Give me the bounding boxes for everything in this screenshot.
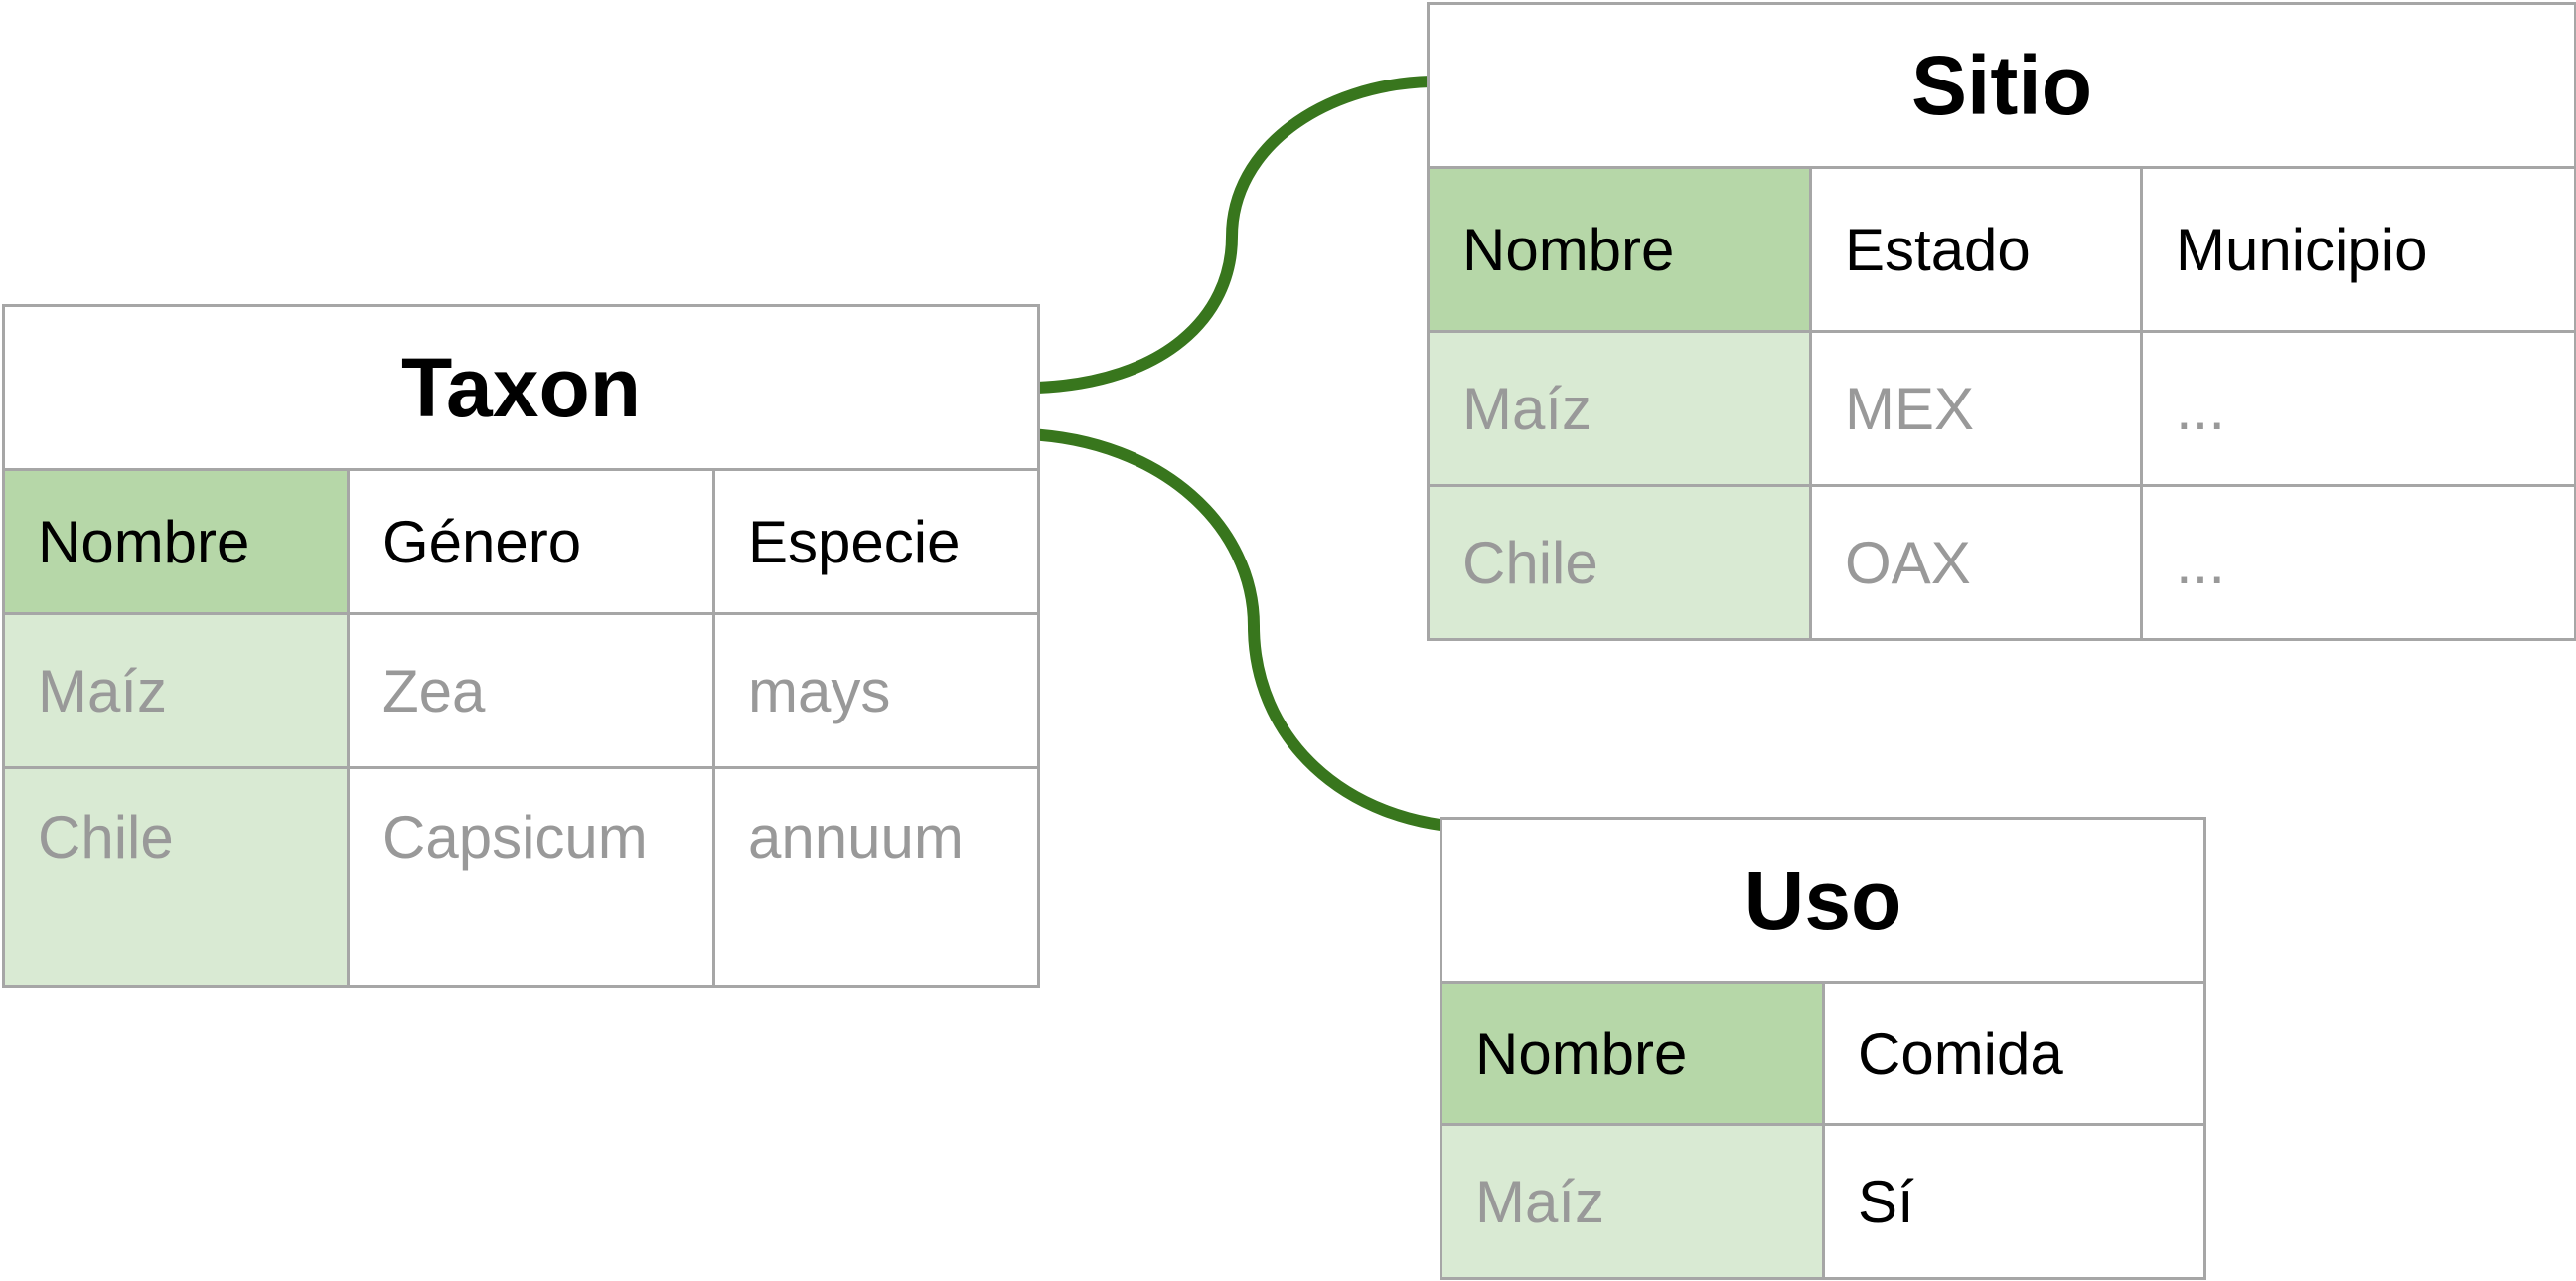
- uso-table: Uso Nombre Comida Maíz Sí: [1439, 817, 2207, 1280]
- taxon-header-genero: Género: [347, 468, 715, 615]
- uso-header-nombre: Nombre: [1440, 981, 1825, 1126]
- sitio-header-municipio: Municipio: [2139, 166, 2576, 333]
- sitio-cell-municipio: ...: [2139, 484, 2576, 641]
- table-row: Maíz Sí: [1440, 1123, 2207, 1280]
- sitio-header-nombre: Nombre: [1427, 166, 1812, 333]
- taxon-cell-genero: Capsicum: [347, 766, 715, 988]
- uso-cell-nombre: Maíz: [1440, 1123, 1825, 1280]
- sitio-cell-municipio: ...: [2139, 330, 2576, 487]
- taxon-sitio-connector: [1036, 76, 1432, 394]
- sitio-cell-nombre: Maíz: [1427, 330, 1812, 487]
- taxon-header-nombre: Nombre: [2, 468, 350, 615]
- sitio-cell-estado: OAX: [1809, 484, 2143, 641]
- sitio-header-estado: Estado: [1809, 166, 2143, 333]
- taxon-cell-especie: mays: [711, 612, 1041, 769]
- sitio-table-title: Sitio: [1426, 2, 2576, 169]
- taxon-table: Taxon Nombre Género Especie Maíz Zea may…: [1, 304, 1041, 988]
- sitio-cell-estado: MEX: [1809, 330, 2143, 487]
- table-row: Chile Capsicum annuum: [2, 766, 1041, 988]
- sitio-cell-nombre: Chile: [1427, 484, 1812, 641]
- uso-header-comida: Comida: [1821, 981, 2207, 1126]
- table-row: Chile OAX ...: [1427, 484, 2576, 641]
- sitio-table: Sitio Nombre Estado Municipio Maíz MEX .…: [1426, 2, 2576, 641]
- taxon-cell-nombre: Maíz: [2, 612, 350, 769]
- table-row: Maíz MEX ...: [1427, 330, 2576, 487]
- taxon-uso-connector: [1026, 428, 1477, 834]
- uso-cell-comida: Sí: [1821, 1123, 2207, 1280]
- taxon-cell-especie: annuum: [711, 766, 1041, 988]
- taxon-header-especie: Especie: [711, 468, 1041, 615]
- uso-table-title: Uso: [1439, 817, 2207, 984]
- table-row: Maíz Zea mays: [2, 612, 1041, 769]
- taxon-cell-nombre: Chile: [2, 766, 350, 988]
- taxon-cell-genero: Zea: [347, 612, 715, 769]
- taxon-table-title: Taxon: [1, 304, 1041, 471]
